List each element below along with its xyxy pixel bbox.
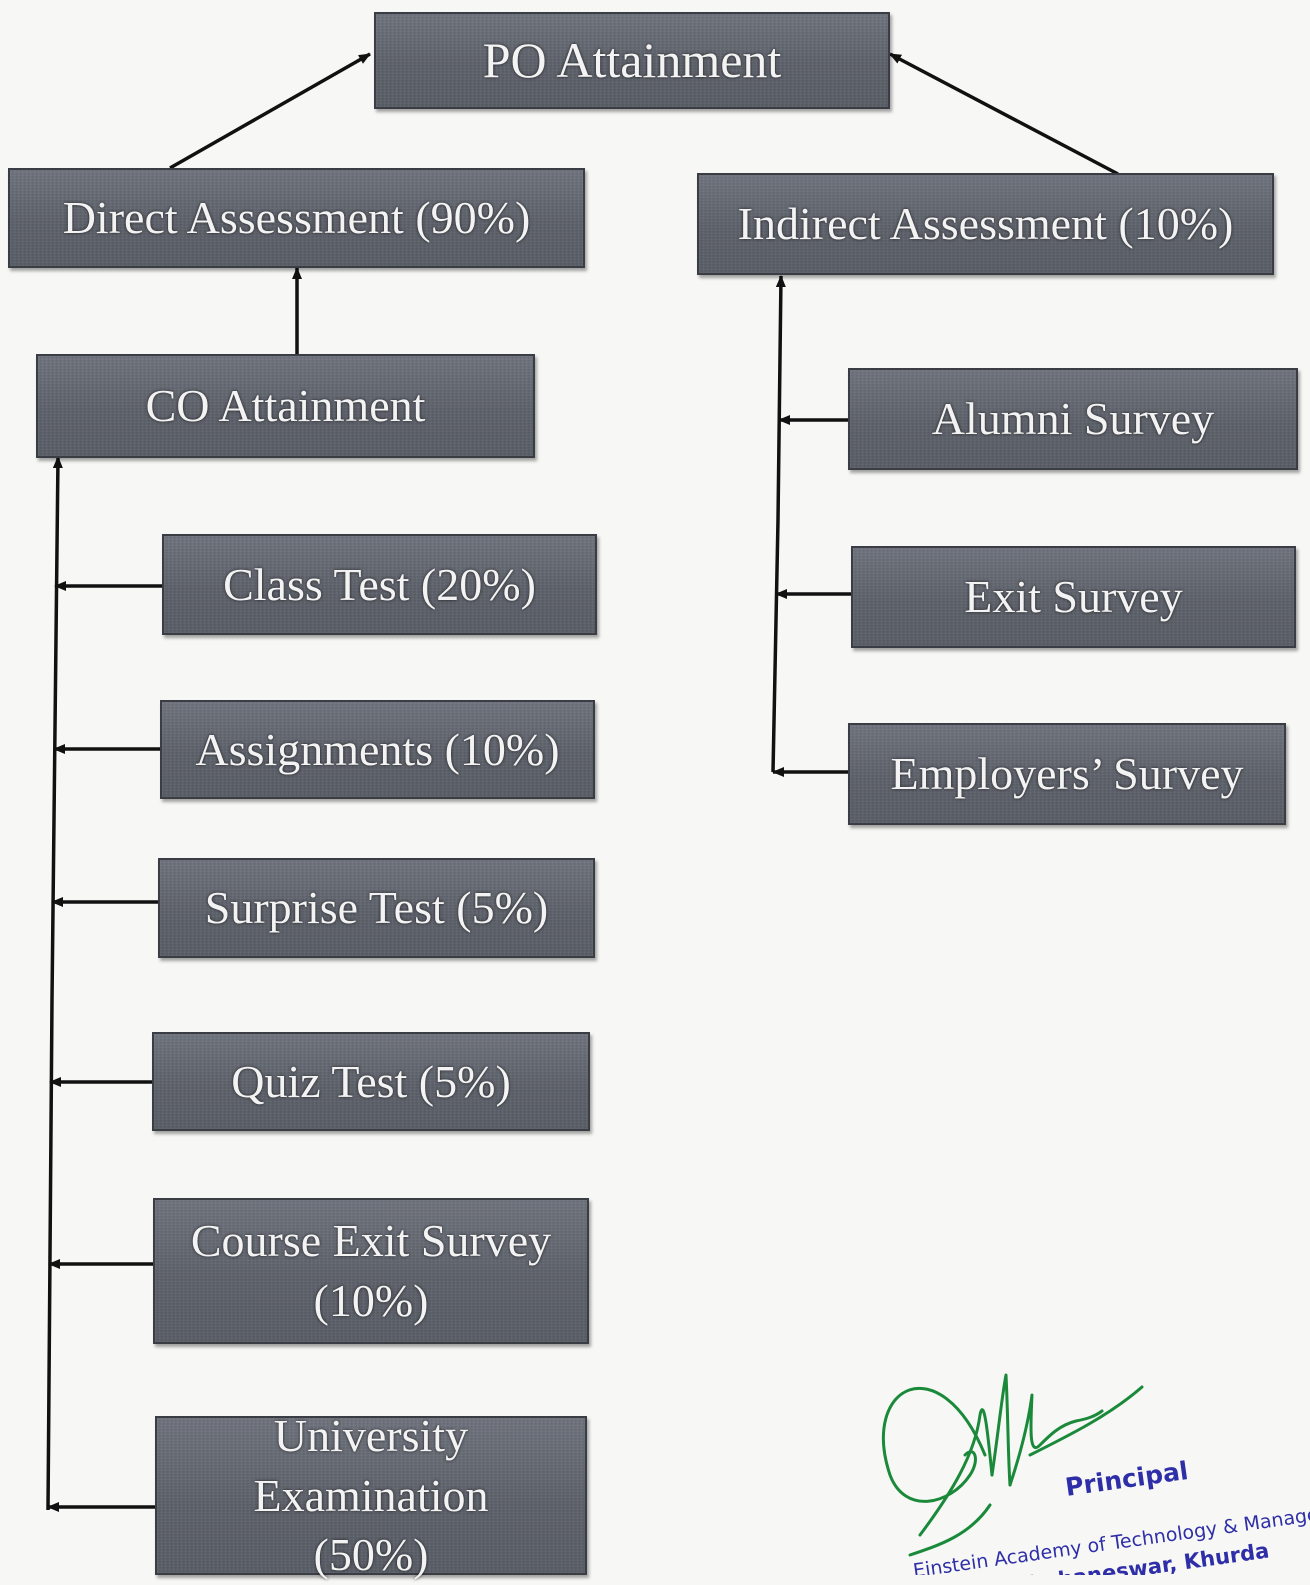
node-indirect-assessment: Indirect Assessment (10%) [697,173,1274,275]
node-course-exit-survey-label: Course Exit Survey (10%) [190,1215,552,1326]
signature-mark [881,1373,1144,1557]
node-exit-survey: Exit Survey [851,546,1296,648]
node-assignments-label: Assignments (10%) [195,723,560,775]
node-university-examination-label: University Examination (50%) [253,1409,489,1581]
node-employers-survey: Employers’ Survey [848,723,1286,825]
node-indirect-assessment-label: Indirect Assessment (10%) [737,198,1234,250]
edge-direct-to-po [169,52,371,170]
node-direct-assessment-label: Direct Assessment (90%) [62,192,531,244]
node-alumni-survey: Alumni Survey [848,368,1298,470]
node-po-attainment: PO Attainment [374,12,890,109]
node-co-attainment: CO Attainment [36,354,535,458]
node-direct-assessment: Direct Assessment (90%) [8,168,585,268]
node-alumni-survey-label: Alumni Survey [931,393,1215,445]
node-class-test-label: Class Test (20%) [223,558,536,610]
node-co-attainment-label: CO Attainment [145,380,426,432]
node-quiz-test: Quiz Test (5%) [152,1032,590,1131]
node-employers-survey-label: Employers’ Survey [890,748,1244,800]
node-class-test: Class Test (20%) [162,534,597,635]
node-surprise-test: Surprise Test (5%) [158,858,595,958]
node-course-exit-survey: Course Exit Survey (10%) [153,1198,589,1344]
stamp-title: Principal [1063,1456,1190,1502]
edge-right-spine [771,275,786,773]
node-exit-survey-label: Exit Survey [964,571,1183,623]
edge-left-spine [46,456,63,1511]
node-university-examination: University Examination (50%) [155,1410,587,1580]
node-surprise-test-label: Surprise Test (5%) [204,882,549,934]
node-assignments: Assignments (10%) [160,700,595,799]
principal-signature-stamp: Principal Einstein Academy of Technology… [881,1373,1310,1575]
node-quiz-test-label: Quiz Test (5%) [231,1055,511,1107]
node-po-attainment-label: PO Attainment [482,32,782,88]
edge-indirect-to-po [889,52,1119,176]
